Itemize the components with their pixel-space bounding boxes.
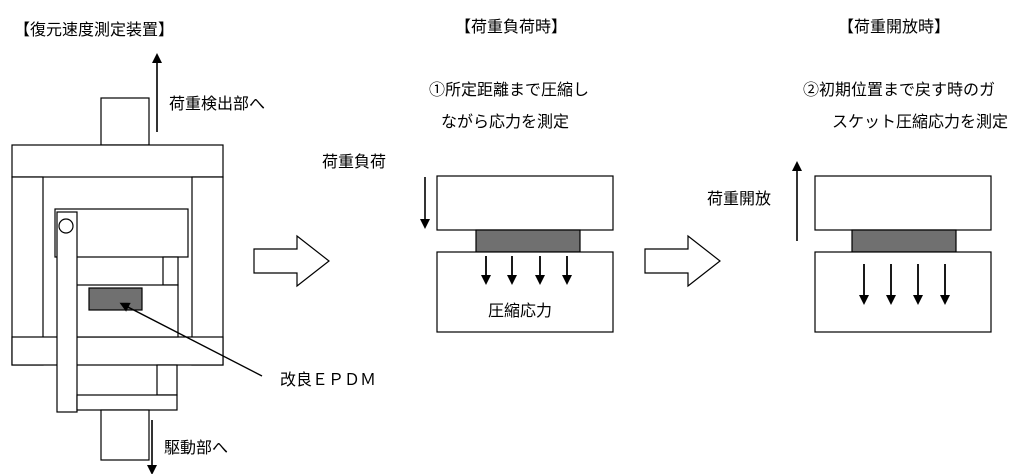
lower-base <box>76 394 178 411</box>
release-sample <box>851 229 957 253</box>
sample-epdm <box>88 287 143 311</box>
frame-top <box>11 144 224 178</box>
load-arrow-label: 荷重負荷 <box>322 152 387 171</box>
release-lower-block <box>814 251 992 333</box>
apparatus-diagram <box>11 97 224 461</box>
flow-arrow-1 <box>253 234 330 288</box>
release-description-2: スケット圧縮応力を測定 <box>832 112 1009 131</box>
to-load-detector-label: 荷重検出部へ <box>169 94 266 113</box>
frame-left-column <box>11 176 44 366</box>
guide-rod-right <box>162 256 179 286</box>
sample-pointer-arrow <box>119 302 263 377</box>
apparatus-title: 【復元速度測定装置】 <box>14 20 175 39</box>
release-arrow-label: 荷重開放 <box>707 189 772 208</box>
pivot-pin <box>58 218 74 234</box>
stress-label: 圧縮応力 <box>488 301 553 320</box>
upper-shaft <box>100 97 150 146</box>
loading-lower-block <box>436 251 614 333</box>
to-drive-label: 駆動部へ <box>164 438 229 457</box>
loading-description-1: ①所定距離まで圧縮し <box>429 80 590 99</box>
loading-description-2: ながら応力を測定 <box>441 112 570 131</box>
release-title: 【荷重開放時】 <box>838 17 951 36</box>
flow-arrow-2 <box>644 234 721 288</box>
loading-sample <box>475 229 581 253</box>
loading-title: 【荷重負荷時】 <box>455 17 568 36</box>
lower-shaft <box>100 409 150 461</box>
sample-label: 改良ＥＰＤＭ <box>280 370 377 389</box>
frame-bottom <box>11 336 224 366</box>
frame-right-column <box>191 176 224 366</box>
loading-panel <box>420 175 614 333</box>
loading-upper-block <box>436 175 614 231</box>
release-panel <box>792 161 992 333</box>
lower-guide <box>156 364 178 396</box>
release-description-1: ②初期位置まで戻す時のガ <box>803 80 996 99</box>
lever-arm <box>56 211 78 413</box>
release-upper-block <box>814 175 992 231</box>
